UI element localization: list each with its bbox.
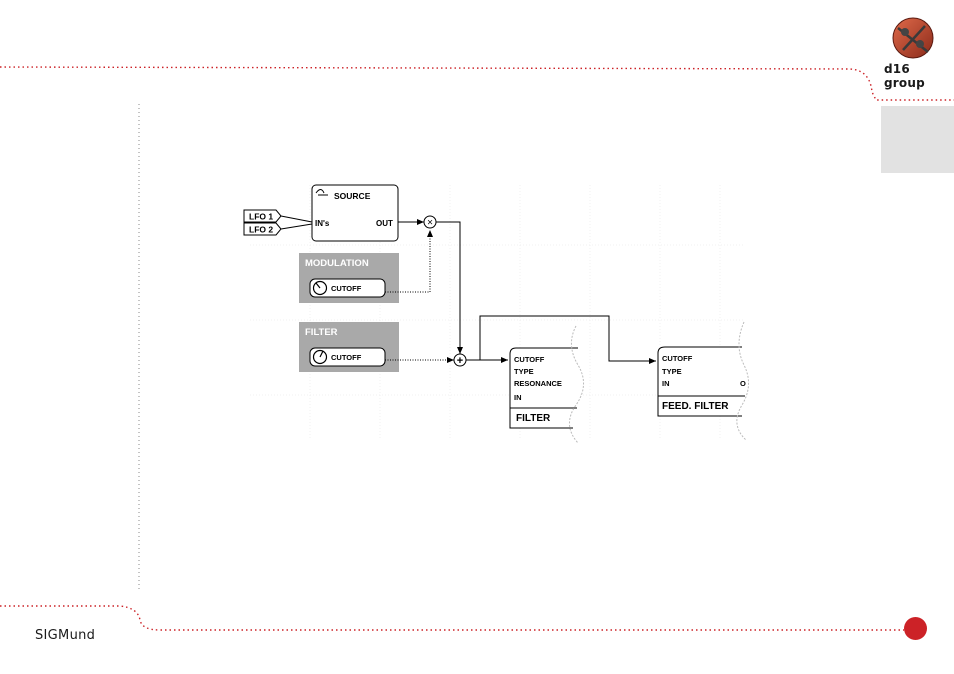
modulation-cutoff-control[interactable] (309, 278, 386, 298)
feed-filter-block: CUTOFF TYPE IN O FEED. FILTER (657, 321, 749, 441)
modulation-knob-label: CUTOFF (331, 284, 362, 293)
modulation-dotted-wire (385, 230, 433, 293)
lfo-input-2: LFO 2 (243, 222, 282, 236)
bottom-dotted-border (0, 605, 904, 631)
filter-cutoff-control[interactable] (309, 347, 386, 367)
lfo-input-1-label: LFO 1 (249, 212, 273, 222)
source-block: SOURCE IN's OUT (311, 184, 399, 242)
sum-symbol: + (457, 355, 463, 367)
modulation-knob-icon (312, 280, 328, 296)
filter-param-cutoff: CUTOFF (514, 355, 545, 364)
d16-logo-icon (892, 17, 934, 59)
sigmund-logo-text: SIGMund (35, 628, 96, 643)
page-indicator-dot (904, 617, 927, 640)
filter-panel: FILTER CUTOFF (299, 322, 399, 372)
filter-panel-title: FILTER (305, 327, 338, 338)
filter-param-type: TYPE (514, 367, 534, 376)
lfo-2-wire (280, 223, 313, 230)
source-title: SOURCE (334, 191, 371, 201)
lfo-1-wire (280, 215, 313, 223)
waveform-icon (315, 189, 328, 196)
feed-filter-param-type: TYPE (662, 367, 682, 376)
lfo-input-1: LFO 1 (243, 209, 282, 223)
feed-filter-torn-edge (736, 321, 749, 441)
filter-param-in: IN (514, 393, 522, 402)
page-side-tab (881, 106, 954, 173)
sum-to-feed-filter-wire (479, 315, 656, 364)
source-input-label: IN's (315, 219, 330, 228)
multiply-node: × (423, 215, 437, 229)
multiply-to-sum-wire (436, 221, 463, 354)
filter-block-title: FILTER (516, 413, 551, 424)
filter-param-resonance: RESONANCE (514, 379, 562, 388)
feed-filter-param-cutoff: CUTOFF (662, 354, 693, 363)
lfo-input-2-label: LFO 2 (249, 225, 273, 235)
feed-filter-param-in: IN (662, 379, 670, 388)
filter-block: CUTOFF TYPE RESONANCE IN FILTER (509, 325, 584, 444)
filter-knob-label: CUTOFF (331, 353, 362, 362)
top-dotted-border (0, 66, 954, 101)
d16-logo-text: d16 group (884, 62, 925, 90)
feed-filter-block-title: FEED. FILTER (662, 401, 729, 412)
modulation-panel: MODULATION CUTOFF (299, 253, 399, 303)
multiply-symbol: × (427, 218, 433, 229)
feed-filter-output-label: O (740, 379, 746, 388)
source-output-label: OUT (376, 219, 393, 228)
filter-knob-icon (312, 349, 328, 365)
sum-node: + (453, 353, 467, 367)
modulation-title: MODULATION (305, 258, 369, 269)
